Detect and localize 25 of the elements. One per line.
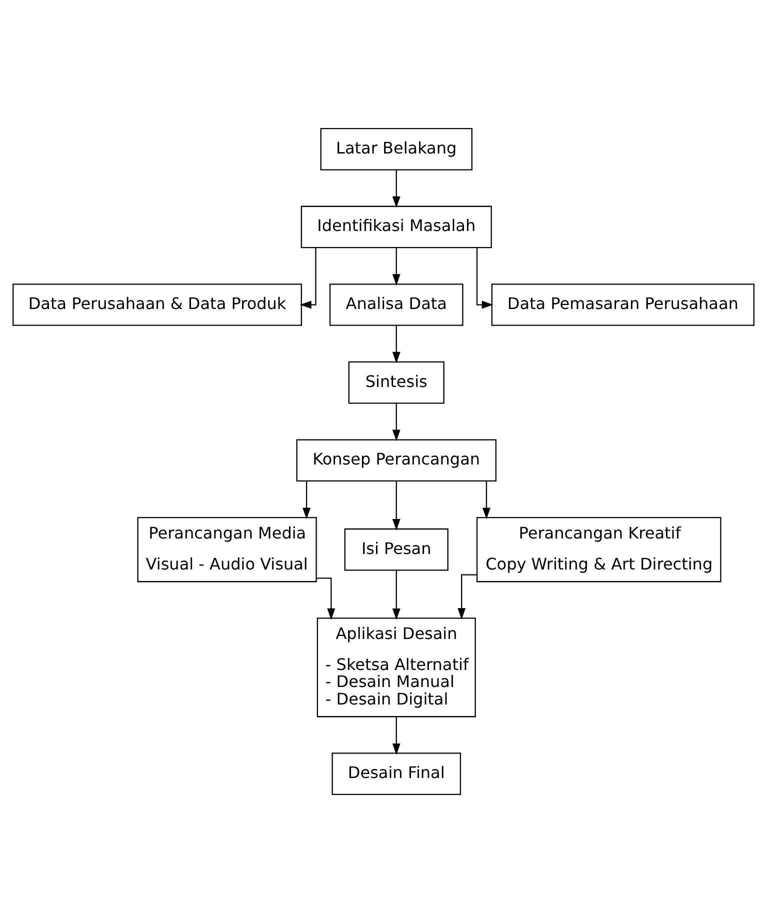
- node-box: Analisa Data: [329, 284, 464, 326]
- node-box: Perancangan Media Visual - Audio Visual: [137, 516, 317, 582]
- arrow: [302, 481, 311, 520]
- arrow: [392, 481, 400, 530]
- node-box: Isi Pesan: [344, 528, 448, 571]
- node-box: Aplikasi Desain - Sketsa Alternatif - Desain Manual - Desain Digital: [316, 618, 476, 718]
- node-box: Desain Final: [332, 752, 462, 795]
- arrow: [392, 403, 400, 442]
- node-box: Identifikasi Masalah: [300, 206, 492, 248]
- node-box: Latar Belakang: [320, 128, 472, 170]
- arrow: [392, 326, 400, 364]
- node-box: Data Perusahaan & Data Produk: [12, 284, 302, 326]
- arrow: [392, 716, 400, 755]
- arrow: [392, 248, 400, 286]
- node-box: Sintesis: [348, 361, 444, 404]
- node-box: Perancangan Kreatif Copy Writing & Art Directing: [476, 516, 722, 582]
- arrow: [482, 481, 490, 520]
- arrow: [316, 578, 336, 620]
- arrow: [392, 570, 400, 620]
- arrow: [300, 248, 316, 309]
- arrow: [476, 248, 494, 309]
- node-box: Data Pemasaran Perusahaan: [491, 284, 754, 326]
- arrow: [392, 170, 400, 208]
- arrow: [458, 574, 477, 620]
- node-box: Konsep Perancangan: [296, 439, 496, 482]
